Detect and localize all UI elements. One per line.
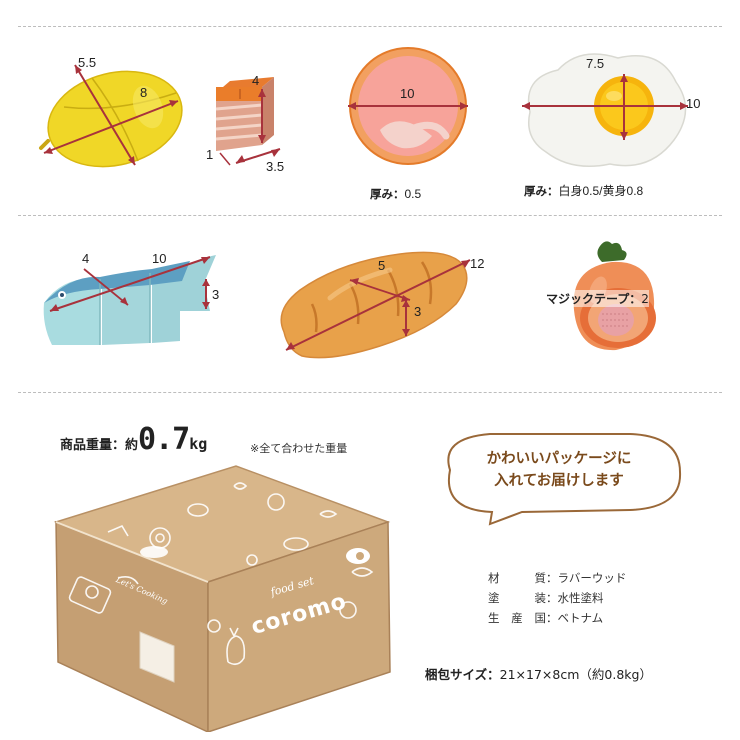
speech-bubble-text: かわいいパッケージに 入れてお届けします bbox=[430, 448, 688, 492]
speech-bubble: かわいいパッケージに 入れてお届けします bbox=[430, 428, 688, 526]
egg-yolk-label: 7.5 bbox=[586, 56, 605, 71]
bacon-depth-label: 1 bbox=[206, 147, 214, 162]
spec-key: 塗 装 bbox=[488, 591, 546, 605]
lemon-width-label: 5.5 bbox=[78, 55, 97, 70]
weight-label: 商品重量：約 bbox=[60, 438, 139, 453]
fish-illustration bbox=[43, 255, 216, 345]
spec-key: 材 質 bbox=[488, 571, 546, 585]
divider-bottom bbox=[18, 392, 722, 393]
ham-illustration bbox=[348, 47, 468, 165]
carrot-tape: マジックテープ：2 bbox=[546, 290, 649, 307]
divider-top bbox=[18, 26, 722, 27]
bacon-item: 4 1 3.5 bbox=[200, 65, 300, 175]
spec-row: 塗 装：水性塗料 bbox=[488, 588, 626, 608]
package-box-illustration bbox=[53, 465, 391, 734]
fish-length-label: 10 bbox=[152, 251, 167, 266]
egg-thickness-key: 厚み： bbox=[524, 184, 559, 198]
spec-value: ：ラバーウッド bbox=[546, 571, 627, 585]
bread-height-label: 3 bbox=[414, 304, 422, 319]
fish-height-label: 3 bbox=[212, 287, 220, 302]
carrot-tape-key: マジックテープ： bbox=[546, 292, 642, 306]
lemon-item: 5.5 8 bbox=[30, 45, 200, 185]
product-weight: 商品重量：約0.7kg bbox=[60, 422, 207, 457]
spec-list: 材 質：ラバーウッド 塗 装：水性塗料 生産国：ベトナム bbox=[488, 568, 626, 628]
weight-value: 0.7 bbox=[138, 422, 190, 457]
fish-section-label: 4 bbox=[82, 251, 90, 266]
ham-thickness-key: 厚み： bbox=[370, 187, 405, 201]
package-size-value: 21×17×8cm（約0.8kg） bbox=[499, 667, 652, 682]
weight-unit: kg bbox=[189, 435, 208, 453]
egg-item: 7.5 10 厚み：白身0.5/黄身0.8 bbox=[510, 40, 720, 200]
spec-row: 材 質：ラバーウッド bbox=[488, 568, 626, 588]
egg-width-label: 10 bbox=[686, 96, 701, 111]
spec-value: ：水性塗料 bbox=[546, 591, 604, 605]
egg-thickness: 厚み：白身0.5/黄身0.8 bbox=[524, 182, 643, 199]
ham-item: 10 厚み：0.5 bbox=[340, 40, 490, 202]
lemon-length-label: 8 bbox=[140, 85, 148, 100]
bread-length-label: 12 bbox=[470, 256, 485, 271]
spec-key: 生産国 bbox=[488, 611, 546, 625]
spec-value: ：ベトナム bbox=[546, 611, 604, 625]
bread-section-label: 5 bbox=[378, 258, 386, 273]
ham-diameter-label: 10 bbox=[400, 86, 415, 101]
bread-illustration bbox=[280, 251, 471, 359]
egg-illustration bbox=[522, 53, 688, 167]
fish-item: 4 10 3 bbox=[40, 245, 230, 360]
ham-thickness: 厚み：0.5 bbox=[370, 186, 421, 202]
package-box: food set coromo Let's Cooking bbox=[48, 462, 408, 734]
lemon-illustration bbox=[39, 64, 183, 168]
carrot-illustration bbox=[573, 241, 656, 351]
bread-item: 5 12 3 bbox=[270, 240, 500, 365]
package-size: 梱包サイズ：21×17×8cm（約0.8kg） bbox=[425, 664, 652, 683]
bubble-line-2: 入れてお届けします bbox=[494, 473, 624, 489]
carrot-tape-value: 2 bbox=[641, 292, 649, 306]
bacon-height-label: 4 bbox=[252, 73, 260, 88]
bacon-illustration bbox=[215, 77, 281, 166]
divider-middle bbox=[18, 215, 722, 216]
bacon-width-label: 3.5 bbox=[266, 159, 285, 174]
weight-note: ※全て合わせた重量 bbox=[250, 442, 348, 455]
carrot-item: マジックテープ：2 bbox=[540, 238, 700, 368]
spec-row: 生産国：ベトナム bbox=[488, 608, 626, 628]
ham-thickness-value: 0.5 bbox=[404, 187, 422, 201]
speech-bubble-shape bbox=[447, 433, 682, 526]
bubble-line-1: かわいいパッケージに bbox=[486, 451, 632, 467]
package-size-key: 梱包サイズ： bbox=[425, 667, 500, 682]
egg-thickness-value: 白身0.5/黄身0.8 bbox=[558, 184, 644, 198]
